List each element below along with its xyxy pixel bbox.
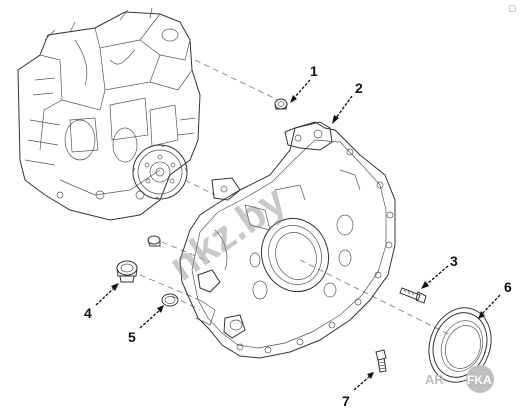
dowel-sleeve (147, 235, 161, 247)
callout-4: 4 (84, 305, 92, 321)
callout-5: 5 (128, 329, 136, 345)
watermark-logo-right: FKA (467, 373, 492, 387)
callout-numbers: 1 2 3 4 5 6 7 (84, 63, 512, 409)
alignment-lines (139, 59, 451, 336)
flywheel-housing (179, 121, 396, 359)
part-7-bolt (375, 349, 387, 373)
callout-3: 3 (450, 253, 458, 269)
part-3-bolt (399, 287, 427, 304)
corner-mark: ☐ (508, 5, 516, 15)
callout-7: 7 (342, 393, 350, 409)
part-4-plug (116, 260, 138, 283)
callout-1: 1 (310, 63, 318, 79)
engine-block (17, 7, 201, 221)
callout-6: 6 (504, 279, 512, 295)
part-1-sleeve (274, 98, 288, 110)
watermark-logo: AR FKA (425, 365, 494, 393)
part-6-seal (428, 307, 492, 383)
part-5-washer (161, 293, 179, 307)
watermark-logo-badge (466, 365, 494, 393)
watermark-logo-left: AR (425, 372, 444, 387)
drive-gear (132, 144, 188, 200)
callout-leaders (95, 79, 501, 391)
callout-2: 2 (355, 80, 363, 96)
